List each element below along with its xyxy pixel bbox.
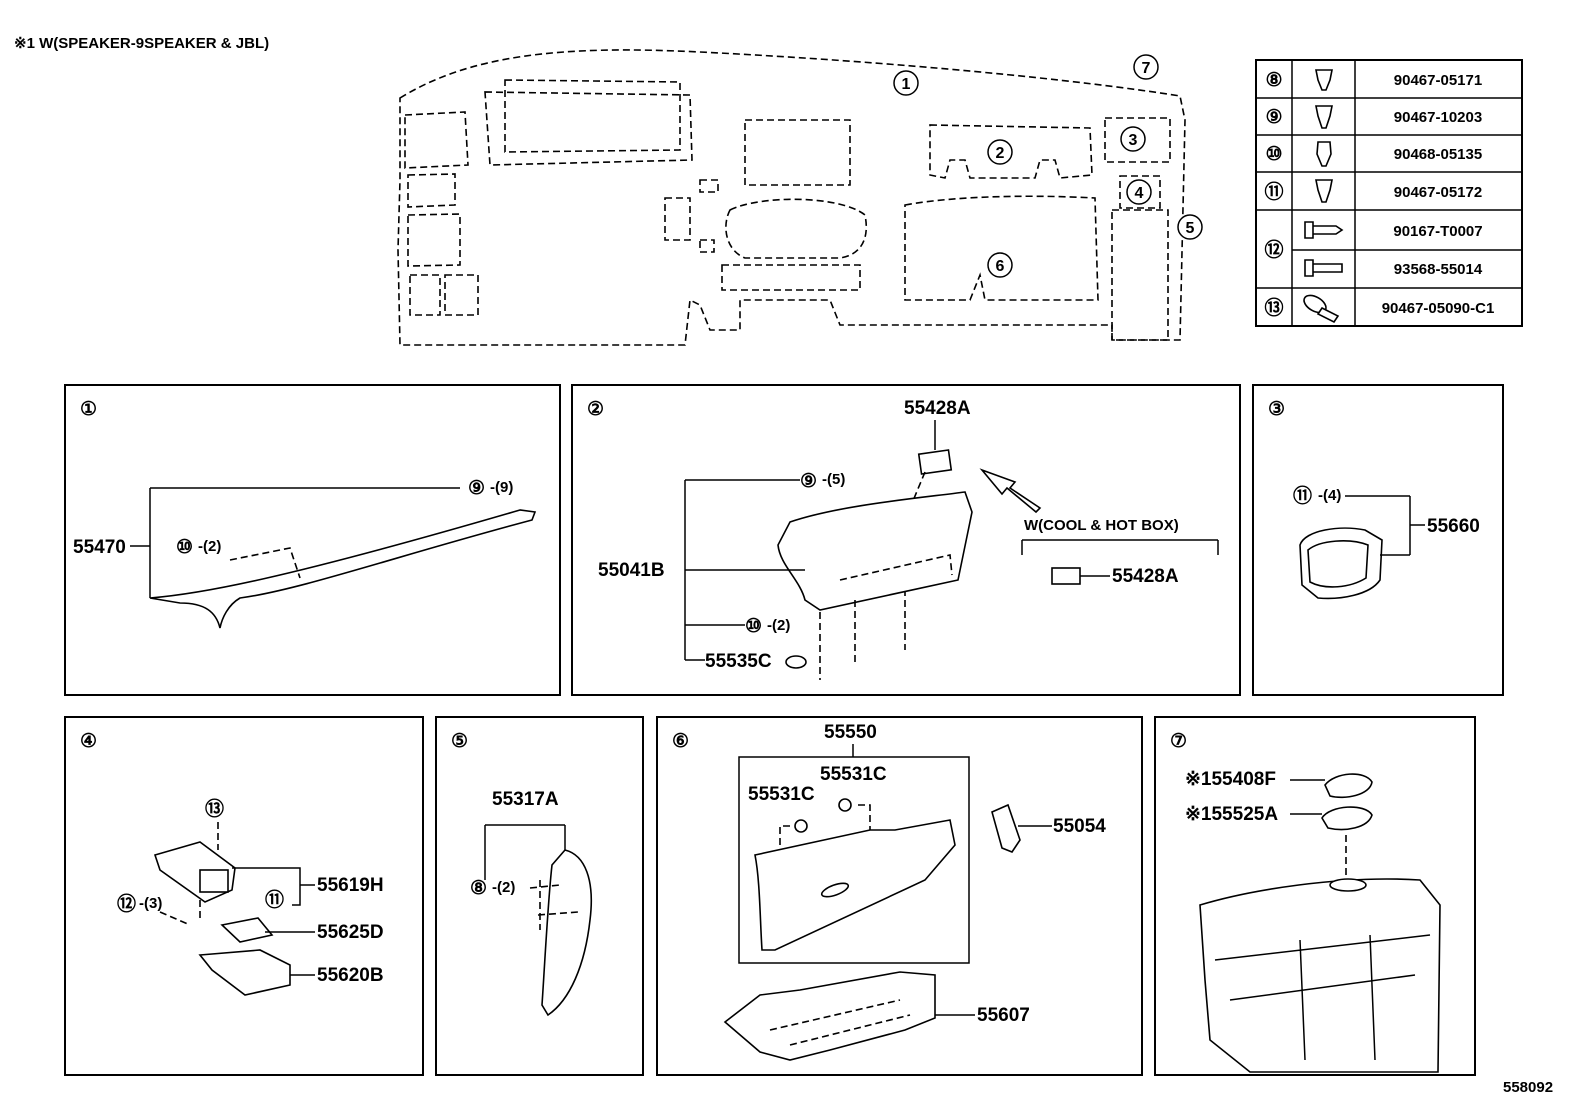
- overview-callout-3: 3: [1120, 126, 1146, 152]
- quantity-label: -(2): [198, 538, 221, 555]
- part-label-55620B: 55620B: [317, 965, 384, 986]
- screw-icon: [1304, 221, 1344, 239]
- detail-panel-1: ① 55470 ⑨ -(9) ⑩ -(2): [64, 384, 561, 696]
- panel-number: ④: [80, 731, 97, 752]
- screw-icon: [1304, 259, 1343, 277]
- panel-number: ⑦: [1170, 731, 1187, 752]
- part-label-55428A: 55428A: [904, 398, 971, 419]
- part-label-55470: 55470: [73, 537, 126, 558]
- panel-number: ①: [80, 399, 97, 420]
- svg-text:5: 5: [1186, 220, 1195, 237]
- table-ref: ⑨: [1265, 107, 1282, 128]
- grommet-icon: [1303, 294, 1340, 324]
- part-label-55660: 55660: [1427, 516, 1480, 537]
- table-part-number: 90467-05171: [1394, 72, 1482, 89]
- clip-icon: [1315, 179, 1333, 203]
- part-label-55054: 55054: [1053, 816, 1106, 837]
- callout: ⑪: [1293, 484, 1312, 507]
- overview-callout-4: 4: [1126, 179, 1152, 205]
- table-part-number: 90467-05172: [1394, 184, 1482, 201]
- overview-callout-6: 6: [987, 252, 1013, 278]
- condition-label: W(COOL & HOT BOX): [1024, 517, 1179, 534]
- callout: ⑧: [470, 878, 487, 899]
- part-label-55607: 55607: [977, 1005, 1030, 1026]
- detail-panel-6: ⑥ 55550 55531C 55531C 55054 55607: [656, 716, 1143, 1076]
- part-label-55619H: 55619H: [317, 875, 384, 896]
- quantity-label: -(4): [1318, 487, 1341, 504]
- svg-text:7: 7: [1142, 60, 1151, 77]
- table-ref: ⑪: [1264, 180, 1283, 203]
- detail-panel-4: ④ ⑬ 55619H ⑪ ⑫ -(3) 55625D 55620B: [64, 716, 424, 1076]
- overview-callout-7: 7: [1133, 54, 1159, 80]
- part-label-55408F: ※155408F: [1185, 769, 1276, 790]
- clip-icon: [1316, 141, 1332, 167]
- callout: ⑪: [265, 888, 284, 911]
- svg-text:2: 2: [996, 145, 1005, 162]
- detail-panel-5: ⑤ 55317A ⑧ -(2): [435, 716, 644, 1076]
- part-label-55625D: 55625D: [317, 922, 384, 943]
- quantity-label: -(5): [822, 471, 845, 488]
- table-ref: ⑧: [1265, 70, 1282, 91]
- dashboard-overview: [397, 49, 1186, 346]
- quantity-label: -(2): [492, 879, 515, 896]
- callout: ⑫: [117, 892, 136, 915]
- part-label-55525A: ※155525A: [1185, 804, 1278, 825]
- part-label-55317A: 55317A: [492, 789, 559, 810]
- table-ref: ⑩: [1265, 144, 1282, 165]
- overview-callout-2: 2: [987, 139, 1013, 165]
- diagram-id: 558092: [1503, 1079, 1553, 1096]
- clip-icon: [1315, 105, 1333, 129]
- table-part-number: 90467-10203: [1394, 109, 1482, 126]
- part-label-55531C: 55531C: [820, 764, 887, 785]
- table-part-number: 90167-T0007: [1393, 223, 1482, 240]
- panel-number: ⑤: [451, 731, 468, 752]
- panel-number: ⑥: [672, 731, 689, 752]
- table-part-number: 90467-05090-C1: [1382, 300, 1495, 317]
- clip-icon: [1315, 69, 1333, 91]
- table-part-number: 90468-05135: [1394, 146, 1482, 163]
- part-label-55041B: 55041B: [598, 560, 665, 581]
- detail-panel-7: ⑦ ※155408F ※155525A: [1154, 716, 1476, 1076]
- table-ref: ⑫: [1264, 238, 1283, 261]
- header-note: ※1 W(SPEAKER-9SPEAKER & JBL): [14, 35, 269, 52]
- callout: ⑨: [468, 478, 485, 499]
- panel-number: ③: [1268, 399, 1285, 420]
- detail-panel-3: ③ ⑪ -(4) 55660: [1252, 384, 1504, 696]
- quantity-label: -(2): [767, 617, 790, 634]
- callout: ⑬: [205, 797, 224, 820]
- svg-text:1: 1: [902, 76, 911, 93]
- detail-panel-2: ② 55428A ⑨ -(5) 55041B ⑩ -(2) 55535C W(C…: [571, 384, 1241, 696]
- callout: ⑩: [745, 616, 762, 637]
- table-ref: ⑬: [1264, 296, 1283, 319]
- callout: ⑩: [176, 537, 193, 558]
- part-label-55428A-alt: 55428A: [1112, 566, 1179, 587]
- overview-callout-1: 1: [893, 70, 919, 96]
- overview-callout-5: 5: [1177, 214, 1203, 240]
- svg-text:6: 6: [996, 258, 1005, 275]
- part-label-55550: 55550: [824, 722, 877, 743]
- svg-text:3: 3: [1129, 132, 1138, 149]
- quantity-label: -(3): [139, 895, 162, 912]
- fastener-table: ⑧ ⑨ ⑩ ⑪ ⑫ ⑬ 90467-05171 90467-10203 9046…: [1255, 59, 1523, 327]
- part-label-55531C: 55531C: [748, 784, 815, 805]
- svg-text:4: 4: [1135, 185, 1144, 202]
- quantity-label: -(9): [490, 479, 513, 496]
- part-label-55535C: 55535C: [705, 651, 772, 672]
- panel-number: ②: [587, 399, 604, 420]
- callout: ⑨: [800, 471, 817, 492]
- table-part-number: 93568-55014: [1394, 261, 1483, 278]
